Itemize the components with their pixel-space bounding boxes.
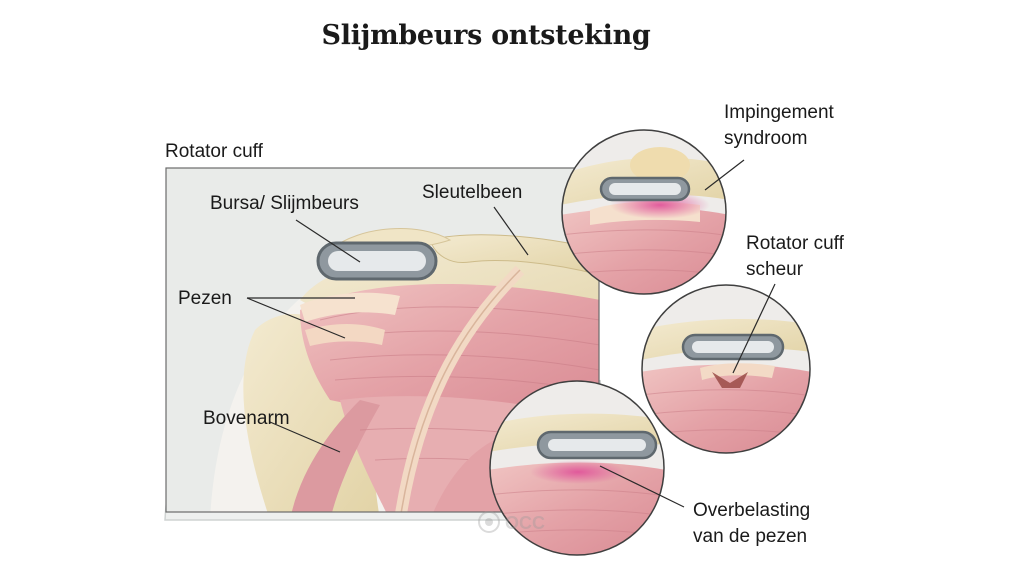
label-overbelasting-line1: Overbelasting: [693, 500, 811, 521]
zoom-tendon-overload: [490, 381, 664, 555]
leader-pezen-2: [246, 297, 346, 339]
zoom-circle-3-frame: [489, 380, 665, 556]
label-rotator-cuff: Rotator cuff: [165, 141, 263, 162]
label-bursa: Bursa/ Slijmbeurs: [210, 193, 359, 214]
zoom-circle-1-frame: [561, 129, 727, 295]
watermark-text: OCC: [505, 513, 545, 533]
tendon-upper: [300, 292, 400, 322]
leader-sleutelbeen: [493, 206, 529, 256]
label-impingement-line1: Impingement: [724, 102, 834, 123]
label-overbelasting-line2: van de pezen: [693, 526, 808, 547]
page-title: Slijmbeurs ontsteking: [321, 20, 651, 51]
label-pezen: Pezen: [178, 288, 232, 309]
zoom-impingement: [562, 130, 726, 294]
leader-overbelasting: [599, 465, 685, 508]
leader-bursa: [295, 219, 361, 263]
label-impingement-line2: syndroom: [724, 128, 808, 149]
label-scheur-line1: Rotator cuff: [746, 233, 844, 254]
clavicle-bone: [429, 234, 599, 276]
occ-watermark-logo: OCC: [478, 511, 545, 533]
zoom-rotator-cuff-tear: [642, 285, 810, 453]
main-panel-frame: [165, 167, 600, 513]
label-sleutelbeen: Sleutelbeen: [422, 182, 523, 203]
leader-impingement: [704, 159, 745, 191]
label-scheur-line2: scheur: [746, 259, 804, 280]
label-bovenarm: Bovenarm: [203, 408, 290, 429]
leader-scheur: [732, 283, 776, 374]
zoom-circle-2-frame: [641, 284, 811, 454]
leader-bovenarm: [269, 421, 341, 453]
